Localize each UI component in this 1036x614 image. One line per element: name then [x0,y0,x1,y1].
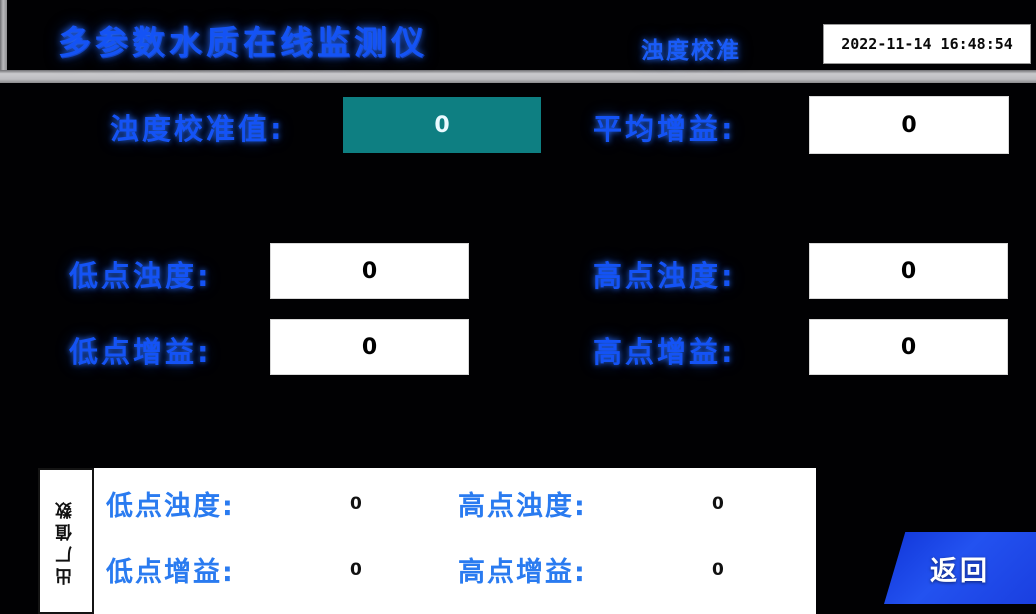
input-high-point-turbidity[interactable]: 0 [810,244,1007,298]
input-average-gain[interactable]: 0 [810,97,1008,153]
label-turbidity-calibration-value: 浊度校准值: [110,112,285,146]
input-high-point-gain[interactable]: 0 [810,320,1007,374]
return-button[interactable]: 返回 [884,532,1036,604]
factory-label-high-point-turbidity: 高点浊度: [458,491,587,522]
label-average-gain: 平均增益: [593,112,736,146]
label-high-point-turbidity: 高点浊度: [593,259,736,293]
factory-label-high-point-gain: 高点增益: [458,557,587,588]
datetime-display: 2022-11-14 16:48:54 [823,24,1031,64]
page-subtitle: 浊度校准 [641,38,741,64]
label-high-point-gain: 高点增益: [593,335,736,369]
factory-value-low-point-gain: 0 [350,560,362,580]
factory-values-panel: 低点浊度: 0 高点浊度: 0 低点增益: 0 高点增益: 0 [38,468,816,614]
label-low-point-turbidity: 低点浊度: [69,259,212,293]
input-low-point-gain[interactable]: 0 [271,320,468,374]
factory-label-low-point-gain: 低点增益: [106,557,235,588]
header-separator-bar [0,70,1036,83]
factory-value-low-point-turbidity: 0 [350,494,362,514]
input-turbidity-calibration-value[interactable]: 0 [343,97,541,153]
page-title: 多参数水质在线监测仪 [58,23,428,62]
factory-values-vertical-tab: 出厂值数 [38,468,94,614]
input-low-point-turbidity[interactable]: 0 [271,244,468,298]
factory-value-high-point-turbidity: 0 [712,494,724,514]
factory-value-high-point-gain: 0 [712,560,724,580]
factory-label-low-point-turbidity: 低点浊度: [106,491,235,522]
left-chrome-strip [0,0,7,72]
label-low-point-gain: 低点增益: [69,335,212,369]
factory-values-vertical-label: 出厂值数 [55,497,76,585]
